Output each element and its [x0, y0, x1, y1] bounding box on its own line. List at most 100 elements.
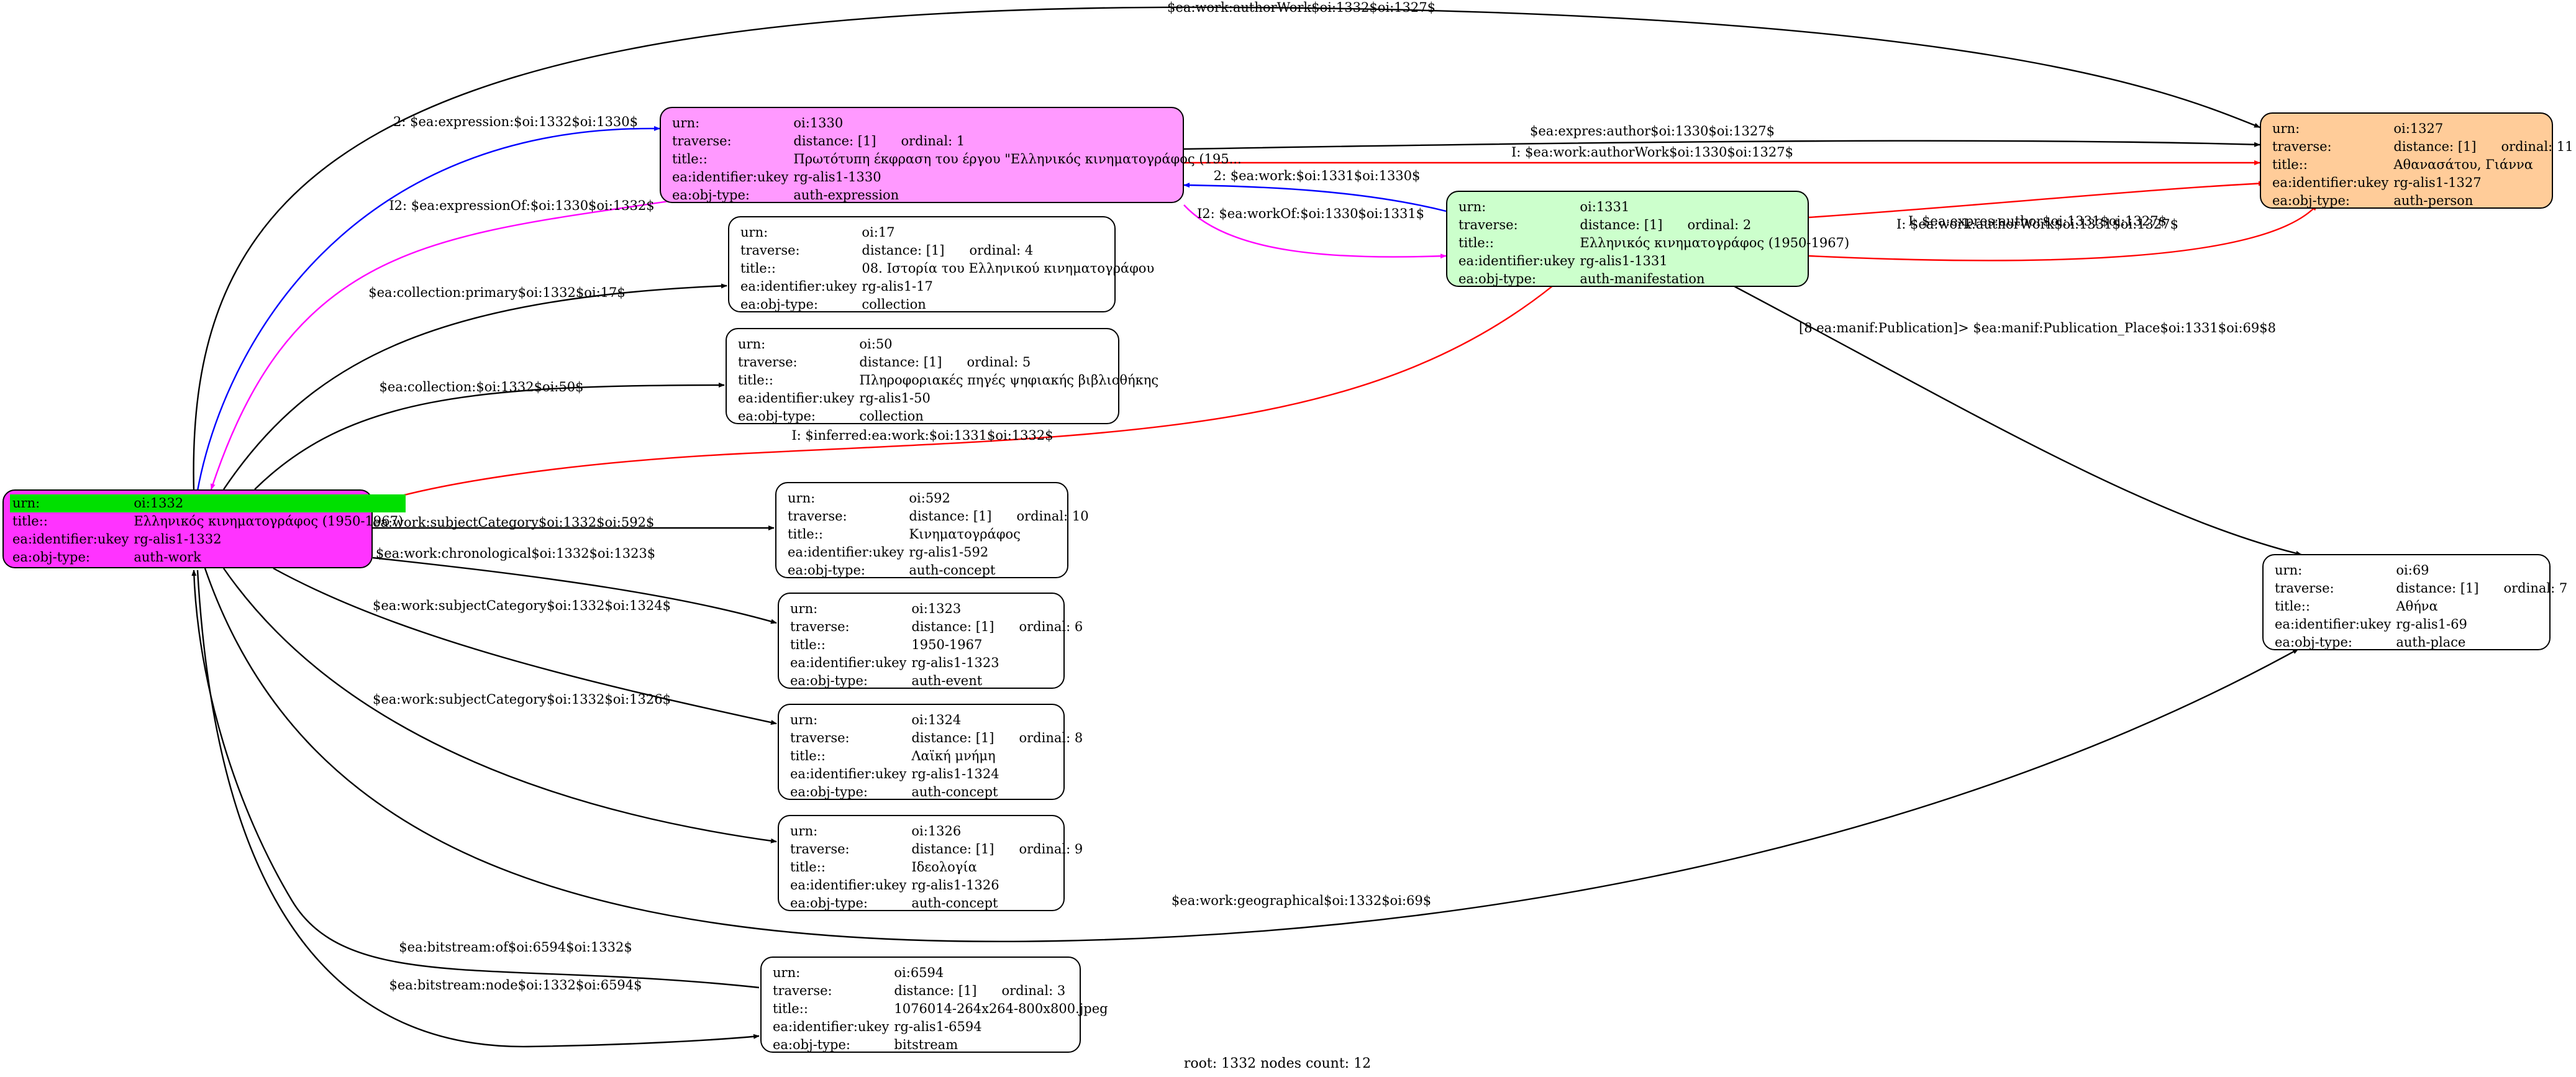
node-oi-1327[interactable]: urn: oi:1327 traverse: distance: [1] ordinal… — [2260, 112, 2574, 209]
field-label-urn: urn: — [788, 491, 816, 506]
node-oi-1330[interactable]: urn: oi:1330 traverse: distance: [1]ordinal… — [660, 107, 1242, 203]
field-label-traverse: traverse: — [2272, 139, 2332, 154]
field-label-identifier: ea:identifier:ukey — [773, 1019, 890, 1034]
node-distance: distance: [1] — [859, 355, 942, 370]
node-ordinal: ordinal: 11 — [2501, 139, 2574, 154]
node-traverse: distance: [1]ordinal: 1 — [791, 132, 1244, 150]
node-identifier: rg-alis1-1332 — [134, 532, 222, 547]
node-objtype: collection — [859, 409, 924, 424]
field-label-traverse: traverse: — [788, 509, 847, 524]
edge-expressionof-1330-1332 — [210, 199, 678, 490]
field-label-urn: urn: — [790, 712, 818, 727]
node-oi-1332[interactable]: urn:oi:1332 title::Ελληνικός κινηματογρά… — [2, 489, 406, 568]
node-identifier: rg-alis1-1326 — [911, 878, 999, 893]
node-traverse: distance: [1] ordinal: 5 — [857, 353, 1161, 371]
edge-expression-1332-1330 — [196, 125, 660, 491]
node-objtype: auth-expression — [793, 188, 899, 202]
edge-label-expressionof: I2: $ea:expressionOf:$oi:1330$oi:1332$ — [389, 198, 654, 213]
field-label-identifier: ea:identifier:ukey — [790, 655, 907, 670]
node-identifier: rg-alis1-6594 — [894, 1019, 982, 1034]
node-objtype: bitstream — [894, 1037, 958, 1052]
field-label-title: title:: — [672, 152, 708, 166]
field-label-identifier: ea:identifier:ukey — [1459, 253, 1575, 268]
node-identifier: rg-alis1-1324 — [911, 766, 999, 781]
node-objtype: auth-concept — [911, 896, 998, 911]
field-label-urn: urn: — [790, 601, 818, 616]
node-urn: oi:1327 — [2393, 121, 2444, 136]
node-title: 1950-1967 — [911, 637, 983, 652]
node-ordinal: ordinal: 4 — [969, 243, 1034, 258]
edge-label-primary: $ea:collection:primary$oi:1332$oi:17$ — [368, 285, 625, 300]
edge-label-inferred: I: $inferred:ea:work:$oi:1331$oi:1332$ — [791, 428, 1053, 443]
edge-label-subj-592: $ea:work:subjectCategory$oi:1332$oi:592$ — [365, 515, 655, 530]
field-label-objtype: ea:obj-type: — [790, 673, 868, 688]
edge-authorwork-1332-1327 — [193, 6, 2260, 491]
node-urn: oi:1332 — [131, 494, 406, 512]
field-label-objtype: ea:obj-type: — [1459, 271, 1536, 286]
field-label-urn: urn: — [672, 116, 700, 130]
field-label-urn: urn: — [738, 337, 766, 352]
node-title: Αθανασάτου, Γιάννα — [2393, 157, 2533, 172]
node-objtype: auth-concept — [909, 563, 996, 578]
node-urn: oi:1326 — [911, 824, 962, 838]
field-label-identifier: ea:identifier:ukey — [2275, 617, 2392, 632]
node-title: 1076014-264x264-800x800.jpeg — [894, 1001, 1108, 1016]
field-label-urn: urn: — [2272, 121, 2300, 136]
node-ordinal: ordinal: 9 — [1019, 842, 1083, 857]
field-label-traverse: traverse: — [672, 134, 732, 148]
field-label-title: title:: — [2272, 157, 2308, 172]
node-distance: distance: [1] — [909, 509, 992, 524]
node-ordinal: ordinal: 8 — [1019, 730, 1083, 745]
node-identifier: rg-alis1-1330 — [793, 170, 881, 184]
field-label-identifier: ea:identifier:ukey — [738, 391, 855, 406]
node-distance: distance: [1] — [2393, 139, 2477, 154]
node-ordinal: ordinal: 1 — [901, 134, 965, 148]
node-identifier: rg-alis1-69 — [2396, 617, 2467, 632]
node-urn: oi:1330 — [793, 116, 844, 130]
node-urn: oi:17 — [862, 225, 895, 240]
field-label-traverse: traverse: — [790, 842, 850, 857]
node-ordinal: ordinal: 5 — [967, 355, 1031, 370]
field-label-traverse: traverse: — [790, 730, 850, 745]
node-distance: distance: [1] — [911, 842, 994, 857]
edge-subj-1332-1324 — [273, 567, 777, 725]
edge-collection-1332-50 — [254, 383, 725, 490]
edge-inferred-1331-1332 — [375, 285, 1554, 504]
node-title: 08. Ιστορία του Ελληνικού κινηματογράφου — [862, 261, 1155, 276]
node-objtype: auth-person — [2393, 193, 2474, 208]
graph-caption: root: 1332 nodes count: 12 — [1183, 1056, 1372, 1071]
edge-exprauthor-1330-1327 — [1182, 140, 2260, 150]
edge-i-authorwork-1331-1327 — [1808, 204, 2318, 261]
field-label-title: title:: — [738, 373, 773, 388]
field-label-objtype: ea:obj-type: — [740, 297, 818, 312]
node-objtype: auth-event — [911, 673, 983, 688]
node-title: Λαϊκή μνήμη — [911, 748, 996, 763]
field-label-title: title:: — [2275, 599, 2310, 614]
node-title: Πληροφοριακές πηγές ψηφιακής βιβλιοθήκης — [859, 373, 1159, 388]
edge-label-workof: I2: $ea:workOf:$oi:1330$oi:1331$ — [1197, 206, 1424, 221]
field-label-identifier: ea:identifier:ukey — [790, 878, 907, 893]
field-label-traverse: traverse: — [2275, 581, 2334, 596]
edge-label-authorwork: $ea:work:authorWork$oi:1332$oi:1327$ — [1167, 0, 1436, 15]
field-label-objtype: ea:obj-type: — [790, 784, 868, 799]
field-label-title: title:: — [788, 527, 823, 542]
node-traverse: distance: [1]ordinal: 8 — [909, 729, 1085, 747]
field-label-title: title:: — [740, 261, 776, 276]
node-objtype: auth-work — [134, 550, 201, 565]
field-label-title: title:: — [790, 748, 826, 763]
edge-pubplace-1331-69 — [1732, 284, 2302, 556]
field-label-urn: urn: — [740, 225, 768, 240]
edge-i-exprauthor-1331-1327 — [1808, 181, 2265, 219]
edge-label-geo: $ea:work:geographical$oi:1332$oi:69$ — [1172, 893, 1431, 908]
edge-work-1331-1330 — [1183, 183, 1447, 212]
field-label-identifier: ea:identifier:ukey — [790, 766, 907, 781]
